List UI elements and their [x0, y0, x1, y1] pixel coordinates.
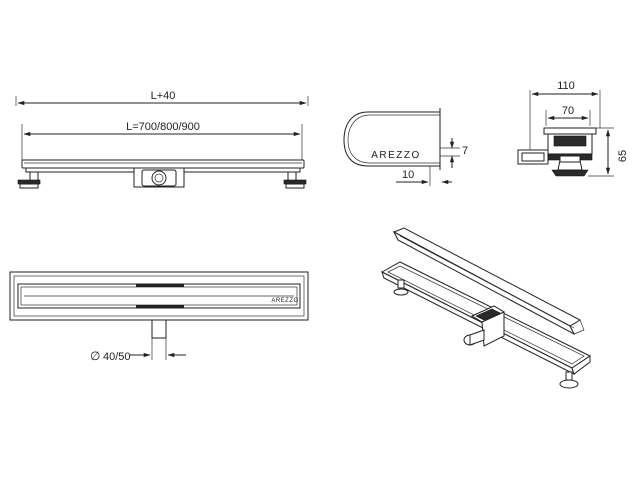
dimension-total-length: L+40 — [15, 90, 309, 106]
label-height: 65 — [617, 150, 629, 162]
dimension-offset: 10 — [396, 166, 452, 186]
front-elevation-view: L+40 L=700/800/900 — [15, 90, 309, 189]
label-height-small: 7 — [462, 145, 468, 157]
cross-section-view: 110 70 65 — [517, 80, 629, 177]
leveling-feet — [17, 171, 307, 189]
iso-feet — [393, 279, 579, 389]
channel-profile — [21, 159, 305, 188]
grate-profile-view: AREZZO 7 10 — [343, 108, 468, 186]
brand-label-plan: AREZZO — [271, 298, 298, 304]
brand-label-profile: AREZZO — [371, 150, 421, 161]
dimension-width-total: 110 — [529, 80, 601, 150]
dimension-width-inner: 70 — [545, 105, 591, 126]
iso-grate — [392, 227, 585, 336]
label-total-length: L+40 — [151, 90, 176, 102]
isometric-view — [380, 227, 591, 389]
diameter-symbol: ∅ — [90, 349, 100, 363]
dimension-channel-length: L=700/800/900 — [21, 121, 303, 160]
grate-slots — [136, 284, 184, 308]
label-width-inner: 70 — [562, 105, 574, 117]
label-offset: 10 — [402, 169, 414, 181]
label-width-total: 110 — [557, 80, 575, 92]
dimension-height-small: 7 — [440, 138, 468, 168]
top-plan-view: AREZZO ∅ 40/50 — [9, 271, 309, 363]
label-channel-length: L=700/800/900 — [126, 121, 200, 133]
outlet-pipe: ∅ 40/50 — [90, 319, 186, 363]
dimension-height: 65 — [588, 127, 629, 177]
section-body — [517, 127, 597, 177]
iso-outlet — [463, 305, 506, 347]
label-outlet: 40/50 — [103, 351, 131, 363]
